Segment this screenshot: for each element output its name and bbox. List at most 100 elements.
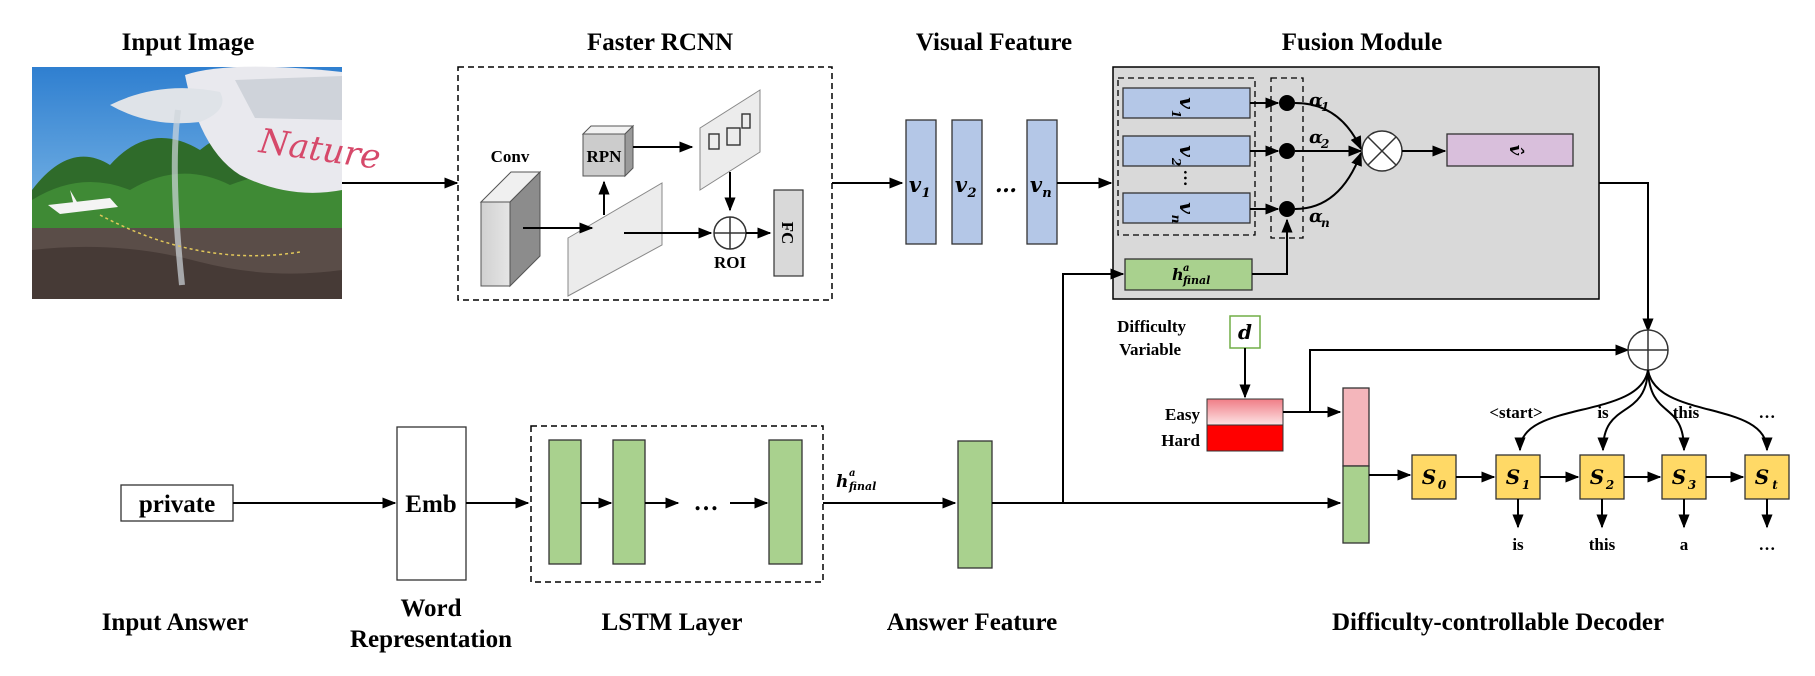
fusion-h-final: h a final [1124, 258, 1253, 291]
svg-text:v: v [1175, 97, 1199, 109]
svg-text:v: v [1175, 202, 1199, 214]
lstm-cell-n [768, 439, 803, 565]
rpn-label: RPN [587, 147, 623, 166]
arrow-noden-to-mult [1294, 151, 1362, 210]
easy-embedding [1206, 398, 1284, 426]
arrow-difficulty-to-plus [1309, 344, 1630, 412]
svg-text:1: 1 [921, 186, 930, 201]
svg-text:S: S [1506, 465, 1520, 489]
svg-text:v̂: v̂ [1505, 145, 1526, 156]
fusion-output-v-hat: v̂ [1446, 133, 1574, 167]
roi-label: ROI [714, 253, 747, 272]
concat-answer-part [1342, 465, 1370, 544]
svg-text:final: final [1182, 274, 1210, 287]
svg-text:α: α [1309, 206, 1323, 227]
lstm-dots: … [694, 489, 719, 516]
title-word-representation-line1: Word [400, 595, 461, 622]
decoder-output-dots: … [1759, 535, 1776, 554]
decoder-state-s2: S 2 [1579, 454, 1625, 500]
plus-node [1627, 329, 1669, 371]
lstm-cell-2 [612, 439, 646, 565]
title-answer-feature: Answer Feature [887, 609, 1058, 636]
multiply-node [1361, 130, 1403, 172]
fc-label: FC [778, 222, 797, 245]
fusion-feature-vn: v n [1122, 192, 1251, 224]
attention-node-2 [1279, 143, 1295, 159]
input-answer-word: private [139, 491, 215, 518]
svg-text:2: 2 [1320, 137, 1329, 151]
svg-text:2: 2 [1605, 478, 1614, 492]
fc-block [773, 189, 804, 277]
arrow-node1-to-mult [1294, 102, 1362, 151]
svg-text:S: S [1422, 465, 1436, 489]
decoder-input-dots: … [1759, 403, 1776, 422]
proposal-map [699, 89, 761, 191]
feature-map [567, 182, 663, 297]
fusion-feature-v1: v 1 [1122, 87, 1251, 119]
title-visual-feature: Visual Feature [916, 29, 1072, 56]
svg-text:final: final [848, 480, 876, 493]
arrow-plus-to-s1 [1514, 369, 1649, 452]
svg-text:v: v [909, 172, 922, 197]
input-image-photo: Nature [32, 66, 383, 299]
svg-text:n: n [1321, 216, 1330, 230]
h-final-label: h a final [836, 468, 876, 493]
svg-text:2: 2 [966, 186, 976, 201]
decoder-output-a: a [1680, 535, 1689, 554]
conv-block [479, 170, 542, 288]
concat-difficulty-part [1342, 387, 1370, 467]
visual-feature-v1: v 1 [905, 119, 937, 245]
answer-feature-box [957, 440, 993, 569]
svg-text:0: 0 [1438, 478, 1447, 492]
difficulty-easy-label: Easy [1165, 405, 1200, 424]
rpn-block [581, 124, 635, 178]
difficulty-hard-label: Hard [1161, 431, 1200, 450]
arrow-hfinal-to-attention [1252, 218, 1293, 275]
input-answer-box [120, 484, 234, 522]
title-lstm-layer: LSTM Layer [602, 609, 743, 636]
decoder-output-this: this [1589, 535, 1616, 554]
arrow-plus-to-s3 [1647, 369, 1690, 452]
decoder-input-this: this [1673, 403, 1700, 422]
embedding-box [396, 426, 467, 581]
title-input-image: Input Image [122, 29, 255, 56]
svg-text:n: n [1169, 215, 1183, 224]
svg-text:1: 1 [1522, 478, 1530, 492]
title-fusion-module: Fusion Module [1282, 29, 1442, 56]
alpha-n-label: α n [1309, 206, 1330, 230]
difficulty-label-line2: Variable [1119, 340, 1181, 359]
fusion-visual-group [1117, 77, 1256, 236]
svg-text:1: 1 [1321, 100, 1329, 114]
svg-text:v: v [1175, 145, 1199, 157]
svg-text:S: S [1755, 465, 1769, 489]
svg-text:a: a [1183, 263, 1189, 274]
visual-feature-vn: v n [1026, 119, 1058, 245]
difficulty-variable-d: d [1238, 320, 1252, 344]
decoder-input-is: is [1597, 403, 1609, 422]
svg-text:a: a [849, 468, 855, 479]
svg-text:n: n [1042, 186, 1051, 201]
title-input-answer: Input Answer [102, 609, 249, 636]
arrow-plus-to-st [1647, 369, 1773, 452]
difficulty-label-line1: Difficulty [1117, 317, 1186, 336]
conv-label: Conv [491, 147, 530, 166]
svg-text:3: 3 [1688, 478, 1696, 492]
svg-text:t: t [1772, 478, 1778, 492]
decoder-state-s1: S 1 [1495, 454, 1541, 500]
attention-node-n [1279, 201, 1295, 217]
decoder-input-start: <start> [1489, 403, 1542, 422]
decoder-state-st: S t [1744, 454, 1790, 500]
svg-text:S: S [1672, 465, 1686, 489]
decoder-state-s0: S 0 [1411, 454, 1457, 500]
fusion-attention-group [1270, 77, 1304, 239]
svg-text:S: S [1590, 465, 1604, 489]
decoder-output-is: is [1512, 535, 1524, 554]
svg-text:v: v [1030, 172, 1043, 197]
arrow-fusion-to-plus [1599, 182, 1654, 333]
svg-text:v: v [955, 172, 968, 197]
decoder-state-s3: S 3 [1661, 454, 1707, 500]
title-faster-rcnn: Faster RCNN [587, 29, 733, 56]
visual-feature-v2: v 2 [951, 119, 983, 245]
title-decoder: Difficulty-controllable Decoder [1332, 609, 1664, 636]
